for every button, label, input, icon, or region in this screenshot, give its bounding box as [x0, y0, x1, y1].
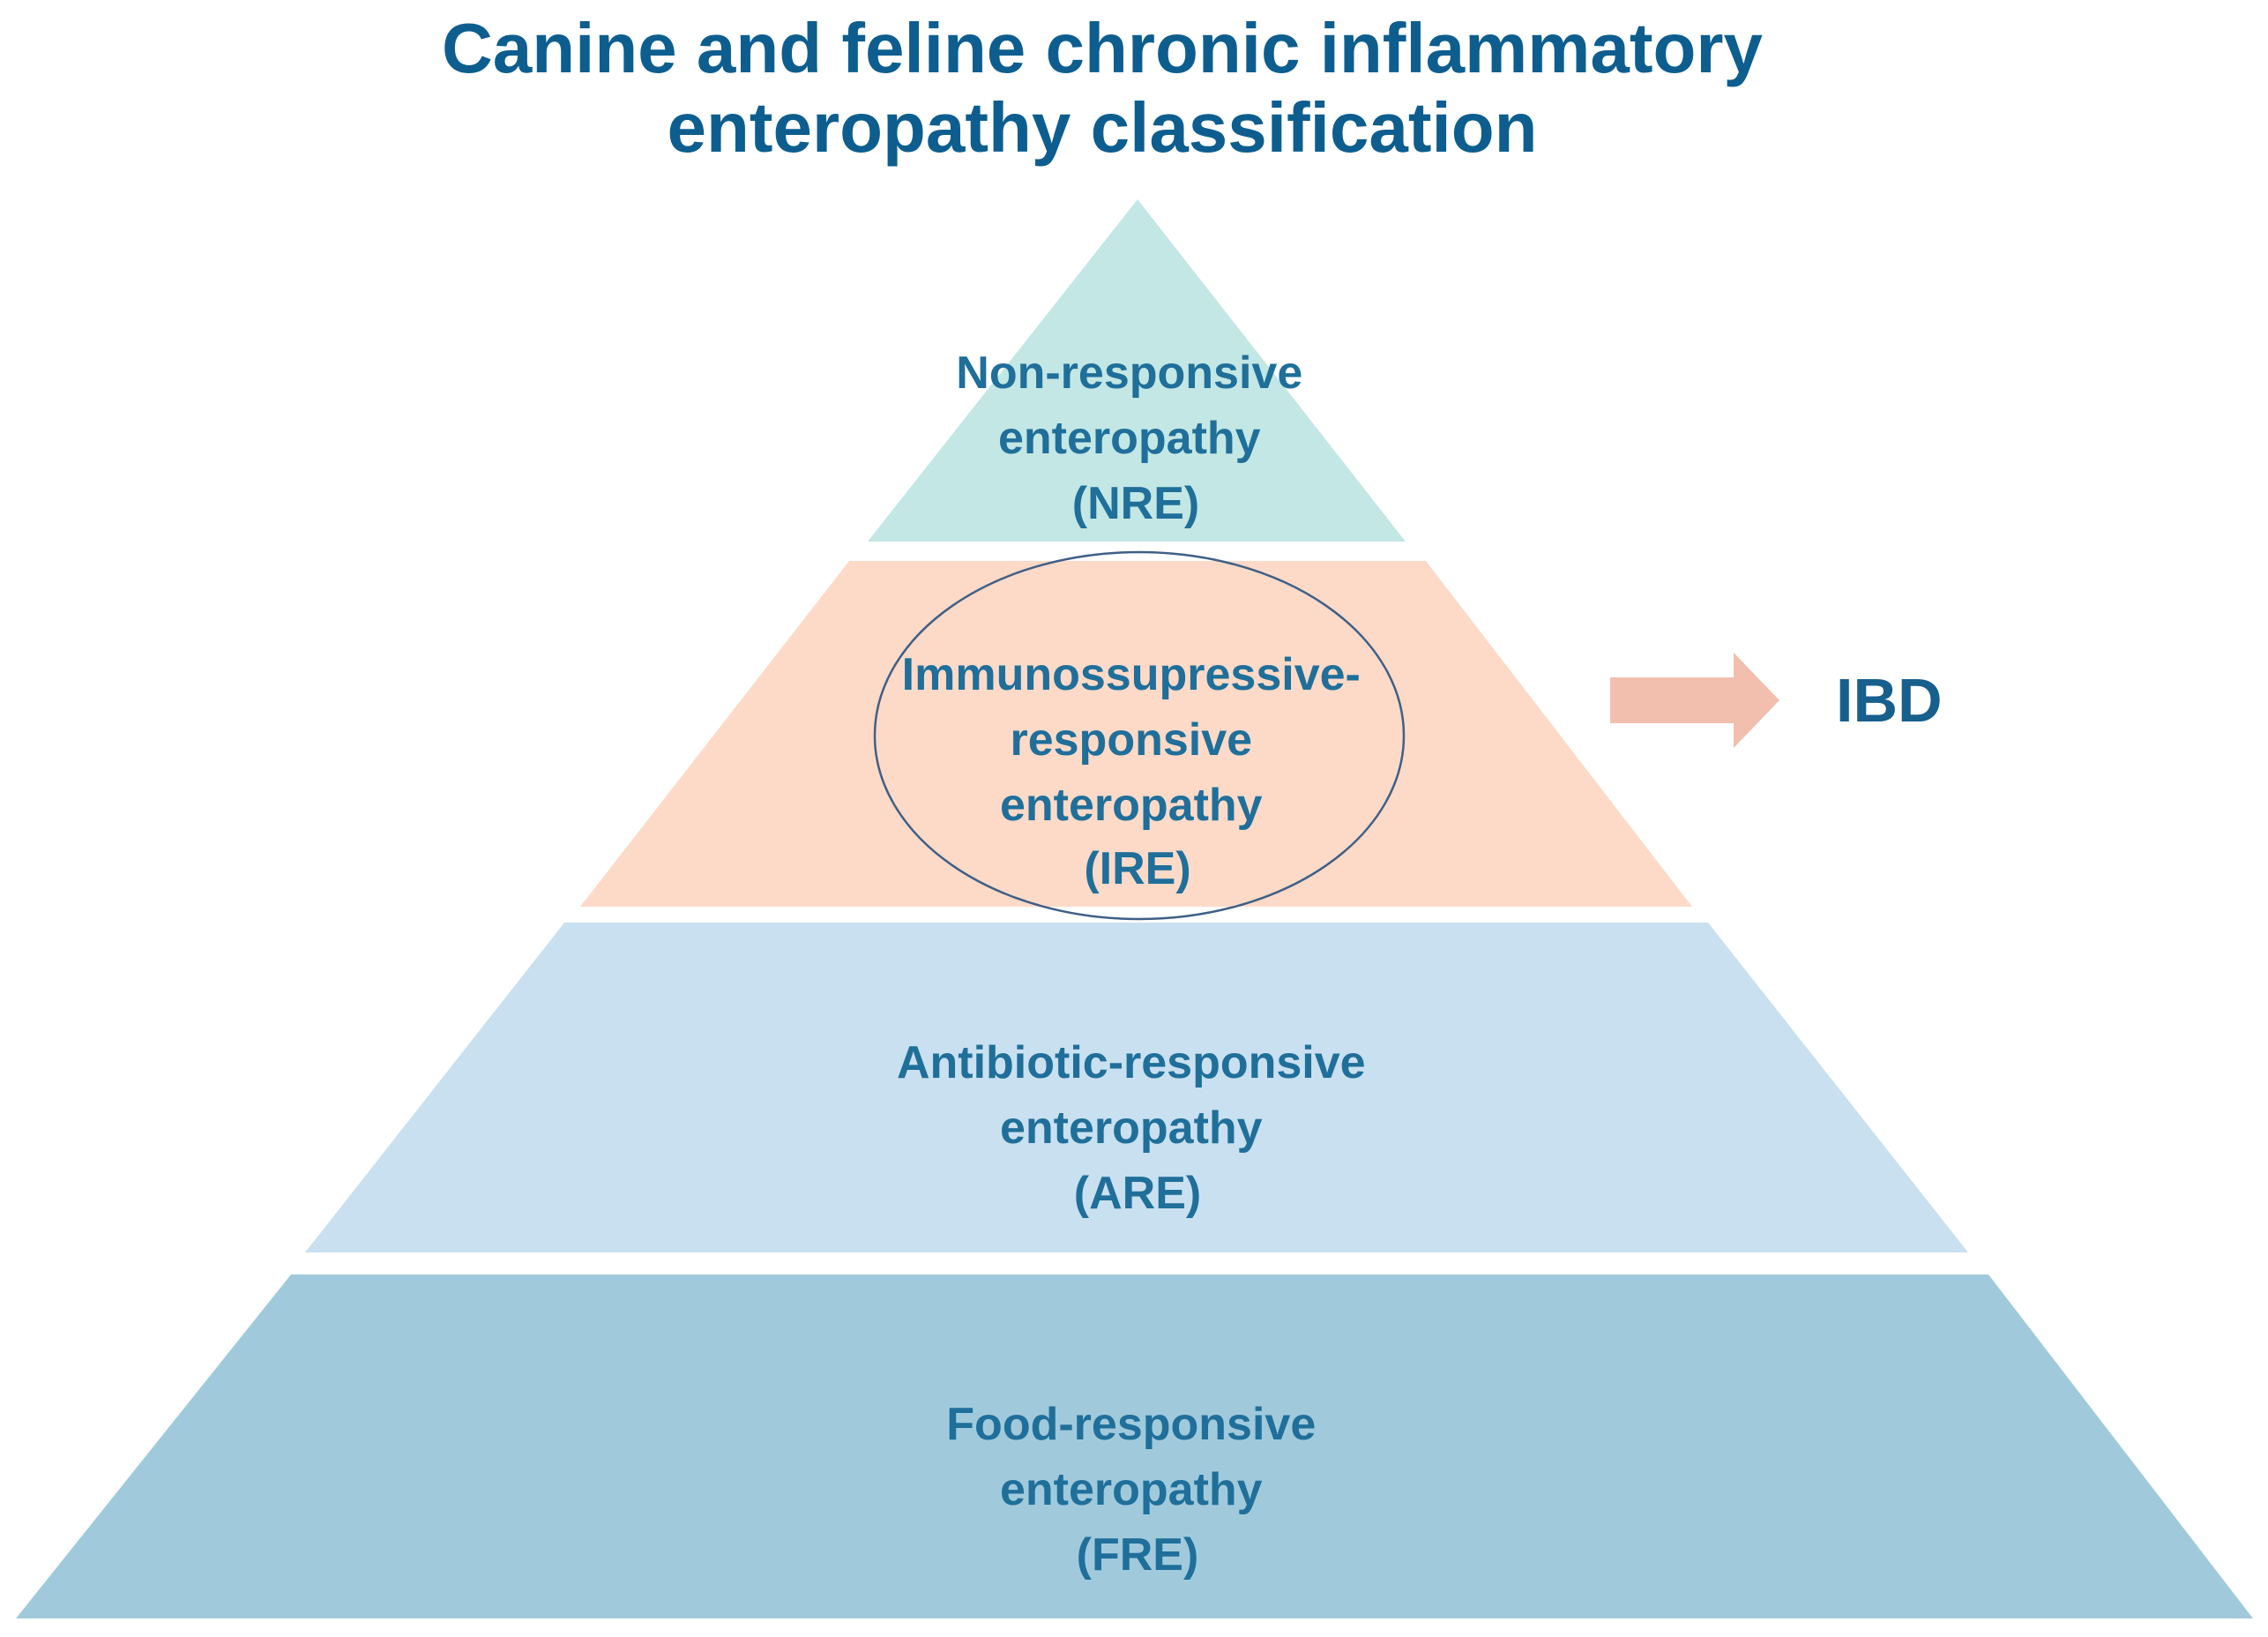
tier-nre-label: Non-responsive enteropathy (NRE)	[956, 348, 1315, 529]
ibd-arrow-icon	[1610, 653, 1779, 748]
tier-fre-line-2: enteropathy	[1000, 1464, 1263, 1515]
tier-fre-line-3: (FRE)	[1077, 1529, 1199, 1581]
diagram-title: Canine and feline chronic inflammatory e…	[0, 9, 2205, 168]
tier-are-line-3: (ARE)	[1074, 1168, 1201, 1219]
tier-ire-line-3: enteropathy	[1000, 780, 1263, 831]
tier-nre-line-2: enteropathy	[998, 413, 1261, 464]
tier-ire-line-2: responsive	[1010, 714, 1252, 766]
tier-are-shape	[305, 923, 1968, 1252]
tier-fre-line-1: Food-responsive	[946, 1399, 1316, 1450]
tier-nre-shape	[868, 199, 1406, 542]
tier-are-label: Antibiotic-responsive enteropathy (ARE)	[897, 1037, 1378, 1219]
tier-ire-line-4: (IRE)	[1084, 843, 1190, 894]
title-line-1: Canine and feline chronic inflammatory	[441, 9, 1764, 87]
tier-fre-label: Food-responsive enteropathy (FRE)	[946, 1399, 1328, 1581]
tier-are-line-1: Antibiotic-responsive	[897, 1037, 1366, 1088]
tier-ire-line-1: Immunossupressive-	[902, 649, 1361, 700]
tier-nre-line-3: (NRE)	[1072, 478, 1199, 529]
tier-ire-label: Immunossupressive- responsive enteropath…	[902, 649, 1374, 894]
ire-highlight-ellipse	[873, 550, 1406, 921]
tier-nre-line-1: Non-responsive	[956, 348, 1302, 399]
title-line-2: enteropathy classification	[667, 88, 1538, 167]
tier-fre-shape	[16, 1274, 2253, 1618]
ibd-label: IBD	[1836, 666, 1943, 735]
tier-ire-shape	[580, 561, 1692, 907]
tier-are-line-2: enteropathy	[1000, 1103, 1263, 1154]
